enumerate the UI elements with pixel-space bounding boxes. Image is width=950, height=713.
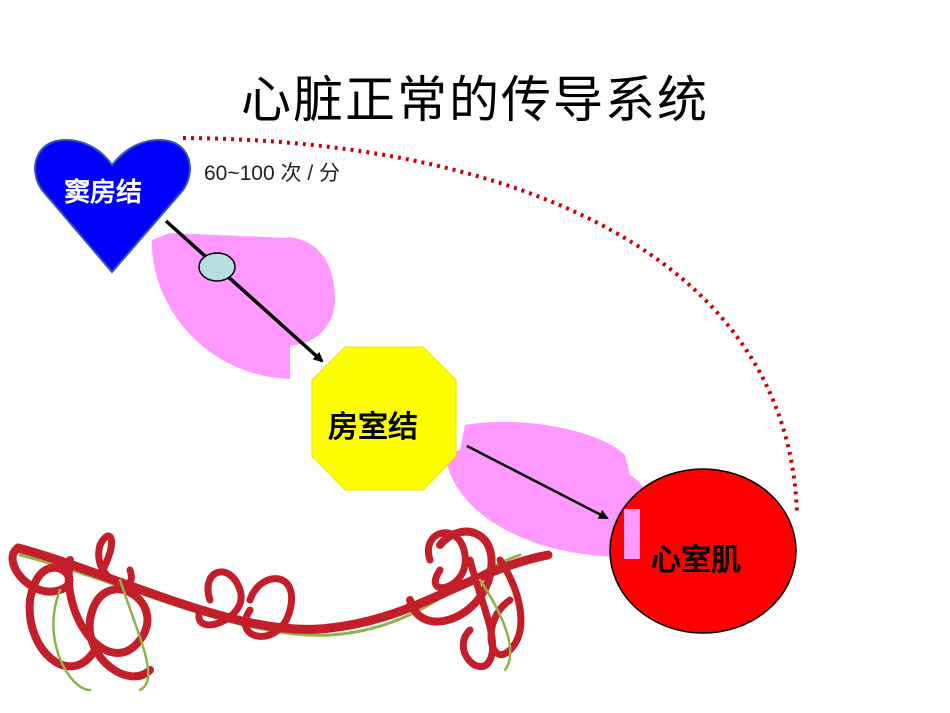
ribbon-decoration [8,527,553,692]
av-node-label: 房室结 [328,410,418,445]
sa-node-label: 窦房结 [64,178,143,208]
ventricle-label: 心室肌 [651,543,741,578]
heart-rate-label: 60~100 次 / 分 [204,162,340,185]
page-title: 心脏正常的传导系统 [241,71,709,129]
sa-to-av-arrow [164,219,324,363]
ventricular-pathway [445,421,646,558]
ventricle-muscle [609,468,797,634]
impulse-marker [198,252,236,282]
av-node-octagon [311,346,457,491]
sa-node-heart [34,138,191,274]
atrial-pathway [151,233,335,379]
av-to-ventricle-arrow [466,444,609,520]
